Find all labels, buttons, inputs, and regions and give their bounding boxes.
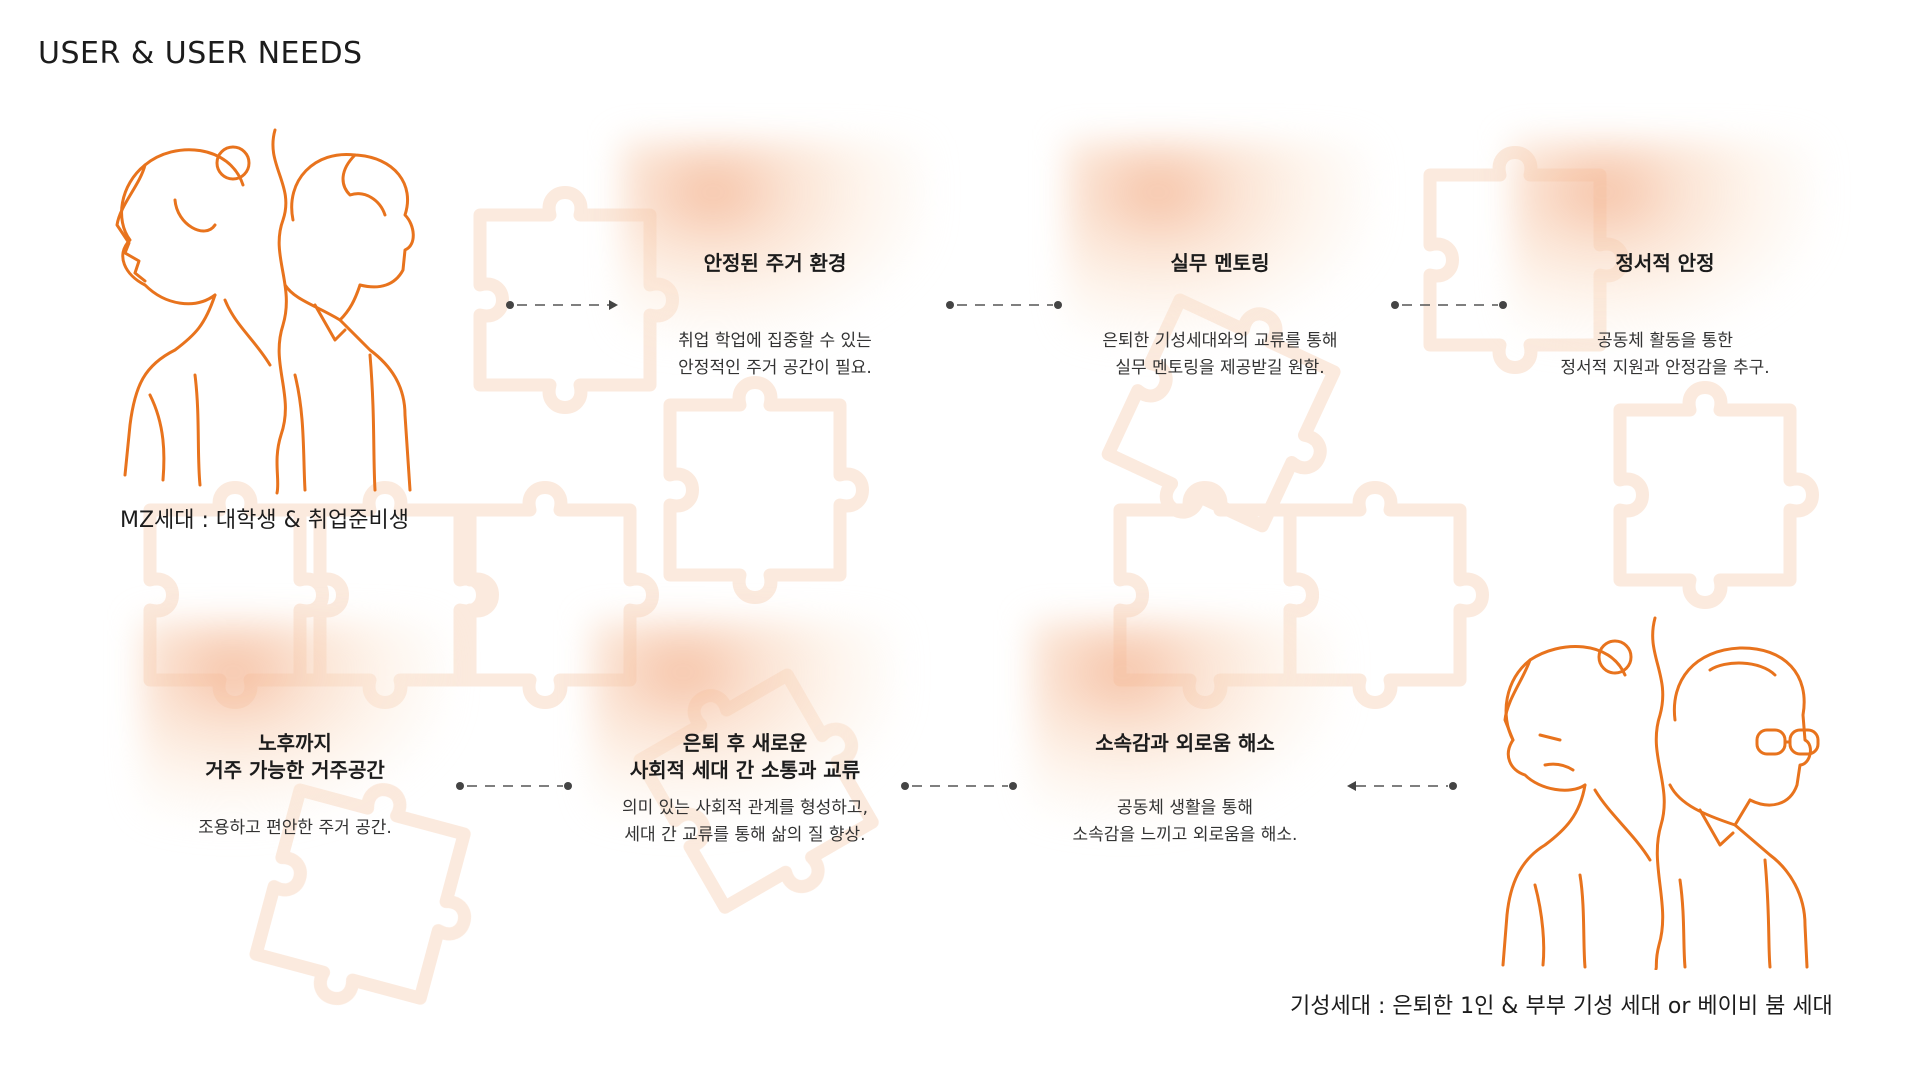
- need-title: 안정된 주거 환경: [703, 251, 847, 275]
- need-card-belonging: 소속감과 외로움 해소 공동체 생활을 통해 소속감을 느끼고 외로움을 해소.: [1030, 620, 1340, 910]
- need-description: 공동체 활동을 통한 정서적 지원과 안정감을 추구.: [1560, 331, 1770, 378]
- need-card-stable-housing: 안정된 주거 환경 취업 학업에 집중할 수 있는 안정적인 주거 공간이 필요…: [620, 140, 930, 430]
- senior-couple-line-art: [1501, 616, 1820, 970]
- arrow-left-connector: [1347, 781, 1457, 791]
- page-title: USER & USER NEEDS: [38, 36, 363, 71]
- dot-connector: [946, 301, 1062, 309]
- mz-persona-label: MZ세대 : 대학생 & 취업준비생: [120, 508, 409, 533]
- young-couple-line-art: [115, 128, 415, 495]
- need-description: 조용하고 편안한 주거 공간.: [198, 818, 392, 838]
- need-title: 노후까지 거주 가능한 거주공간: [205, 731, 385, 782]
- dot-connector: [1391, 301, 1507, 309]
- need-description: 의미 있는 사회적 관계를 형성하고, 세대 간 교류를 통해 삶의 질 향상.: [622, 798, 868, 845]
- need-card-emotional-stability: 정서적 안정 공동체 활동을 통한 정서적 지원과 안정감을 추구.: [1510, 140, 1820, 430]
- dot-connector: [901, 782, 1017, 790]
- need-description: 취업 학업에 집중할 수 있는 안정적인 주거 공간이 필요.: [678, 331, 872, 378]
- need-description: 공동체 생활을 통해 소속감을 느끼고 외로움을 해소.: [1072, 798, 1298, 845]
- arrow-right-connector: [506, 300, 618, 310]
- senior-persona-label: 기성세대 : 은퇴한 1인 & 부부 기성 세대 or 베이비 붐 세대: [1290, 994, 1833, 1019]
- need-description: 은퇴한 기성세대와의 교류를 통해 실무 멘토링을 제공받길 원함.: [1102, 331, 1338, 378]
- need-title: 소속감과 외로움 해소: [1095, 731, 1275, 755]
- need-card-lifelong-housing: 노후까지 거주 가능한 거주공간 조용하고 편안한 주거 공간.: [140, 620, 450, 910]
- need-title: 실무 멘토링: [1170, 251, 1270, 275]
- need-card-mentoring: 실무 멘토링 은퇴한 기성세대와의 교류를 통해 실무 멘토링을 제공받길 원함…: [1065, 140, 1375, 430]
- need-title: 은퇴 후 새로운 사회적 세대 간 소통과 교류: [629, 731, 861, 782]
- need-title: 정서적 안정: [1615, 251, 1715, 275]
- need-card-intergenerational-exchange: 은퇴 후 새로운 사회적 세대 간 소통과 교류 의미 있는 사회적 관계를 형…: [590, 620, 900, 910]
- dot-connector: [456, 782, 572, 790]
